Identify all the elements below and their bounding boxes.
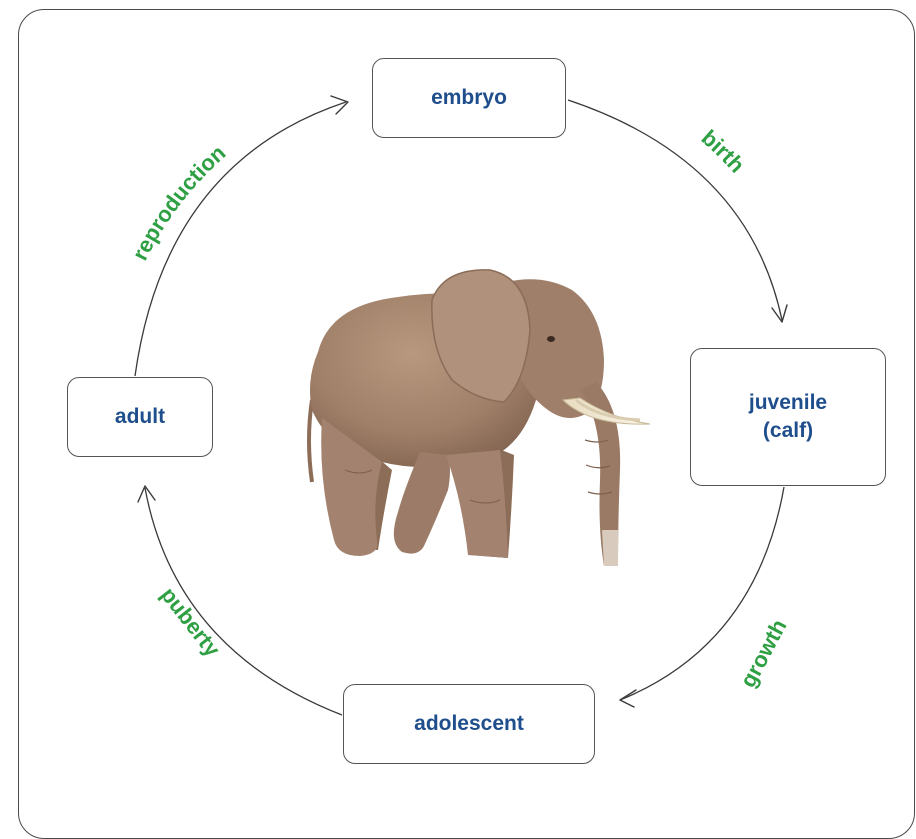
- transition-label-birth: birth: [697, 125, 750, 178]
- arrow-adolescent-to-adult: [137, 485, 343, 716]
- stage-box-embryo: embryo: [372, 58, 566, 138]
- stage-label-adult: adult: [114, 404, 166, 428]
- stage-box-adult: adult: [67, 377, 213, 457]
- stage-label-embryo: embryo: [431, 85, 507, 109]
- arrow-embryo-to-juvenile: [567, 99, 788, 323]
- stage-label-juvenile-sub: (calf): [762, 419, 814, 442]
- stage-label-adolescent: adolescent: [414, 711, 524, 735]
- life-cycle-diagram: birth reproduction growth puberty: [127, 95, 792, 716]
- transition-label-puberty: puberty: [156, 582, 226, 662]
- transition-label-reproduction: reproduction: [127, 140, 230, 264]
- transition-label-growth: growth: [735, 615, 791, 691]
- stage-box-juvenile: juvenile (calf): [690, 348, 886, 486]
- arrow-adult-to-embryo: [134, 95, 349, 377]
- stage-box-adolescent: adolescent: [343, 684, 595, 764]
- elephant-image: [307, 269, 651, 566]
- arrow-juvenile-to-adolescent: [619, 486, 785, 708]
- stage-label-juvenile: juvenile: [748, 390, 828, 414]
